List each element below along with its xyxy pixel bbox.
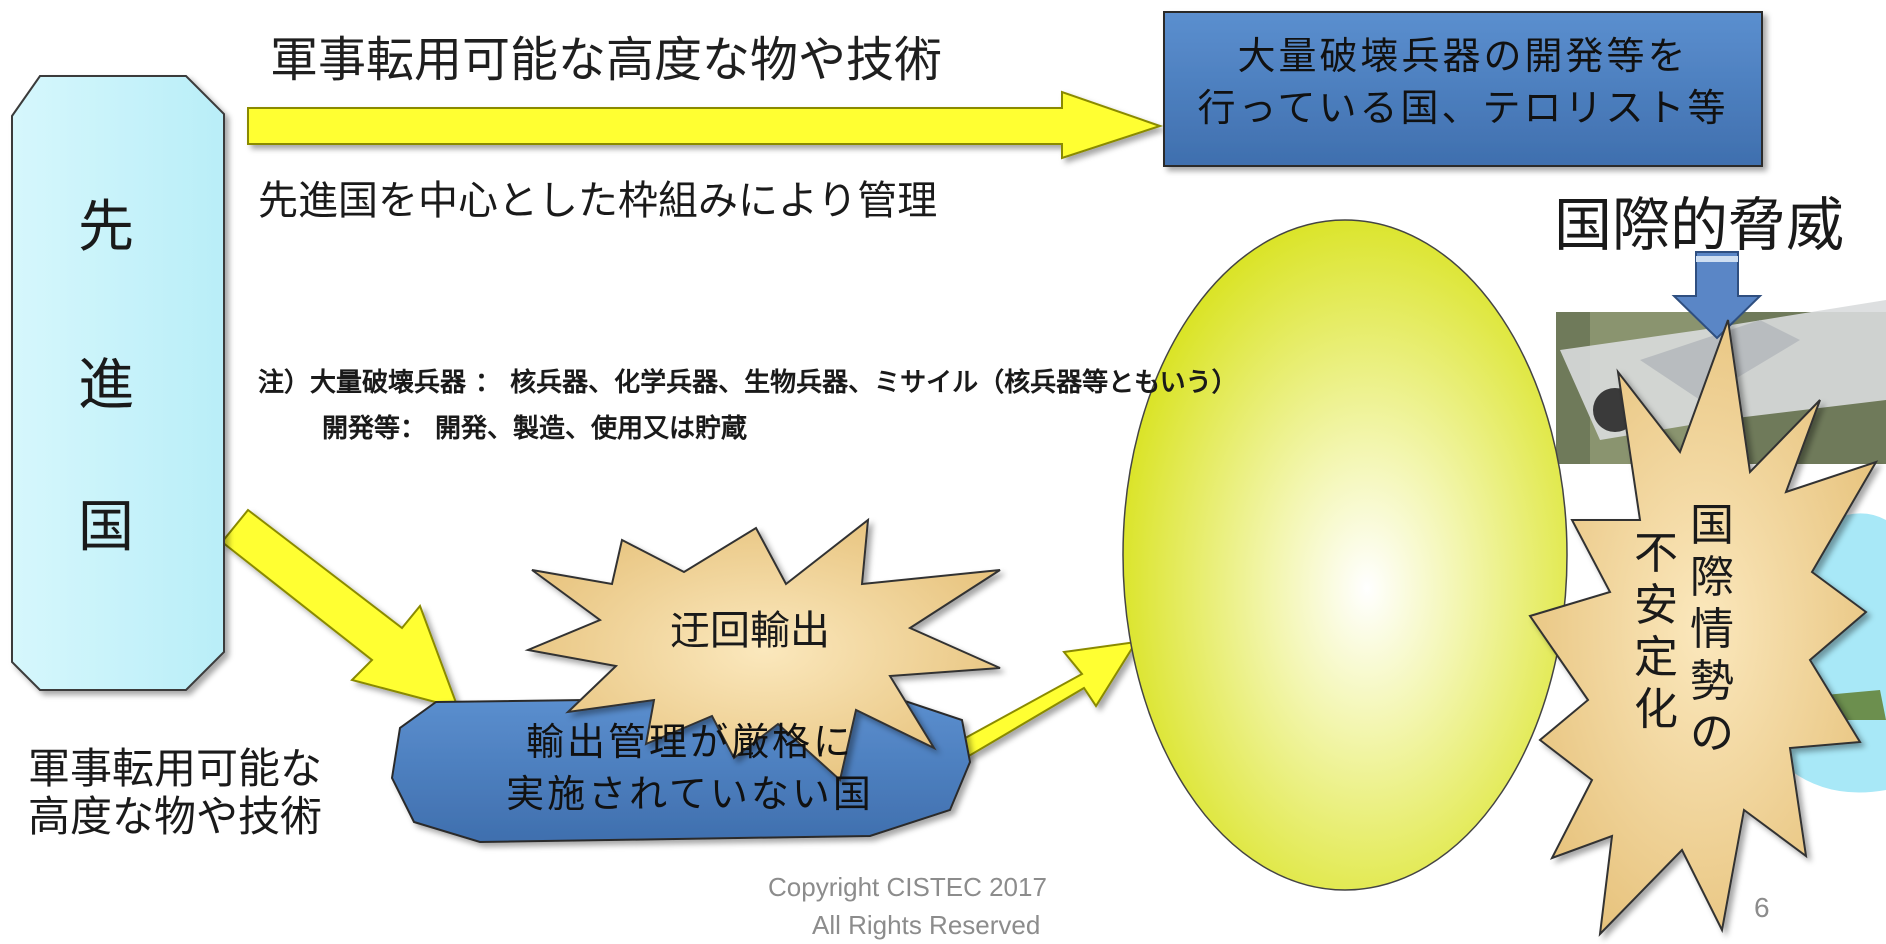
advanced-country-char-1: 先 [78,195,134,260]
page-number: 6 [1754,892,1770,923]
lax-control-line-2: 実施されていない国 [506,772,874,816]
central-ellipse [1122,219,1568,891]
footnote-wmd: 注）大量破壊兵器 ： 核兵器、化学兵器、生物兵器、ミサイル（核兵器等ともいう） [258,368,1238,398]
instability-column-2: 不安定化 [1634,528,1678,735]
wmd-actors-line-2: 行っている国、テロリスト等 [1197,86,1729,130]
arrow-down-right [220,508,460,710]
advanced-country-box [11,75,225,691]
top-arrow-label: 軍事転用可能な高度な物や技術 [270,32,943,88]
bottom-left-label-line-1: 軍事転用可能な [28,744,323,793]
lax-control-line-1: 輸出管理が厳格に [525,720,854,764]
advanced-country-char-3: 国 [78,495,134,560]
international-threat-label: 国際的脅威 [1554,191,1845,259]
bottom-left-label-line-2: 高度な物や技術 [28,792,323,841]
threat-arrow-bar [1696,256,1738,262]
arrow-top-right [247,90,1164,160]
managed-note: 先進国を中心とした枠組みにより管理 [258,178,938,224]
wmd-actors-line-1: 大量破壊兵器の開発等を [1237,34,1689,78]
copyright-line-2: All Rights Reserved [812,910,1041,940]
arrow-up-right [956,640,1138,762]
instability-burst [1528,319,1879,937]
instability-column-1: 国際情勢の [1690,500,1734,759]
footnote-development: 開発等： 開発、製造、使用又は貯蔵 [322,414,748,444]
detour-export-burst [524,517,1001,782]
advanced-country-char-2: 進 [78,353,134,418]
copyright-line-1: Copyright CISTEC 2017 [768,872,1047,902]
wmd-actors-box [1163,11,1763,167]
detour-export-label: 迂回輸出 [670,608,830,654]
